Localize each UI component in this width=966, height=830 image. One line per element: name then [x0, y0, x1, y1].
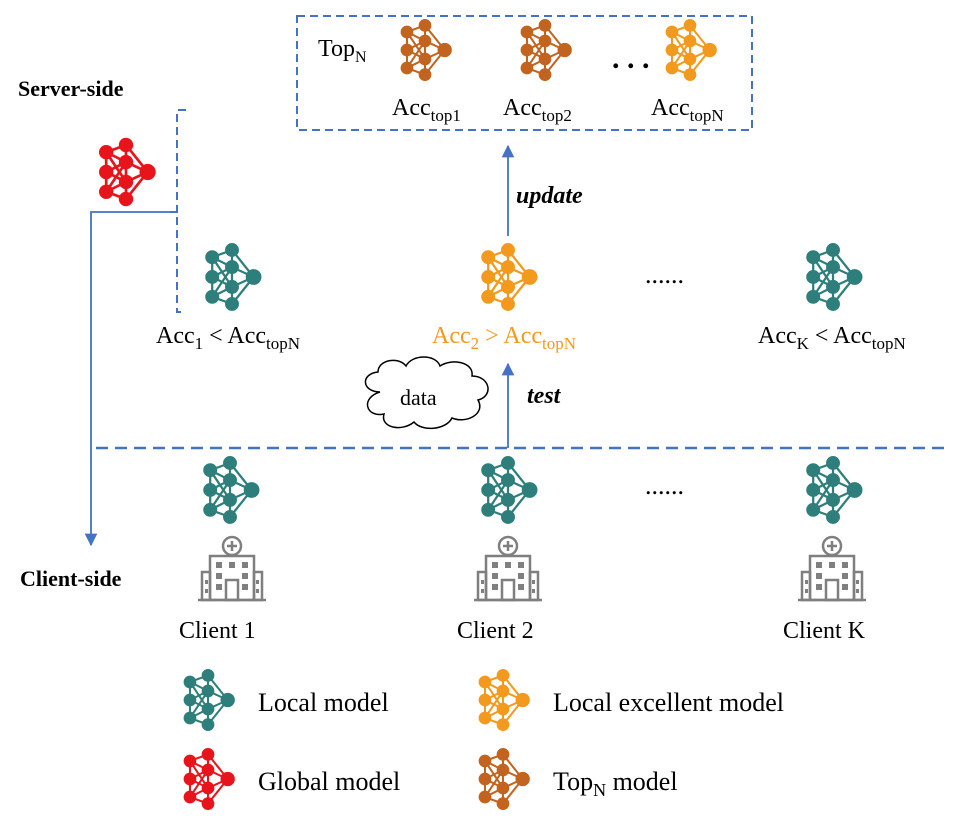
topn-box-title: TopN: [318, 36, 367, 66]
global-model-icon: [98, 137, 156, 207]
client-side-label: Client-side: [20, 566, 122, 591]
test-label: test: [527, 383, 562, 409]
clientk-local-model-icon: [806, 456, 863, 524]
legend-global-model-label: Global model: [258, 767, 400, 796]
middle-ellipsis: ......: [645, 260, 684, 289]
client1-uploaded-model-icon: [205, 243, 262, 311]
server-side-label: Server-side: [18, 76, 124, 101]
acc-top1-label: Acctop1: [392, 95, 461, 125]
clientk-label: Client K: [783, 618, 866, 644]
client1-local-model-icon: [203, 456, 260, 524]
topn-model-n-icon: [665, 19, 717, 81]
client1-label: Client 1: [179, 618, 256, 644]
comparison-client1: Acc1 < AcctopN: [156, 323, 300, 353]
acc-topn-label: AcctopN: [651, 95, 724, 125]
client2-label: Client 2: [457, 618, 534, 644]
legend-topn-model-label: TopN model: [553, 767, 678, 800]
client2-uploaded-model-icon: [481, 243, 538, 311]
client2-hospital-icon: [472, 535, 544, 602]
clientk-uploaded-model-icon: [806, 243, 863, 311]
topn-model-1-icon: [400, 19, 452, 81]
server-bracket: [170, 109, 186, 313]
legend-excellent-model-label: Local excellent model: [553, 688, 784, 717]
client-ellipsis: ......: [645, 471, 684, 500]
client1-hospital-icon: [196, 535, 268, 602]
topn-model-2-icon: [520, 19, 572, 81]
legend-global-model-icon: [183, 748, 235, 810]
topn-box: [296, 15, 753, 131]
comparison-client2: Acc2 > AcctopN: [432, 323, 576, 353]
comparison-clientk: AccK < AcctopN: [758, 323, 906, 353]
legend-excellent-model-icon: [478, 669, 530, 731]
topn-ellipsis: . . .: [612, 42, 650, 75]
data-cloud: [364, 356, 489, 430]
legend-topn-model-icon: [478, 748, 530, 810]
legend-local-model-icon: [183, 669, 235, 731]
legend-local-model-label: Local model: [258, 688, 389, 717]
distribute-arrow: [84, 211, 177, 547]
update-label: update: [516, 183, 583, 209]
client2-local-model-icon: [481, 456, 538, 524]
data-label: data: [400, 385, 437, 410]
acc-top2-label: Acctop2: [503, 95, 572, 125]
clientk-hospital-icon: [796, 535, 868, 602]
